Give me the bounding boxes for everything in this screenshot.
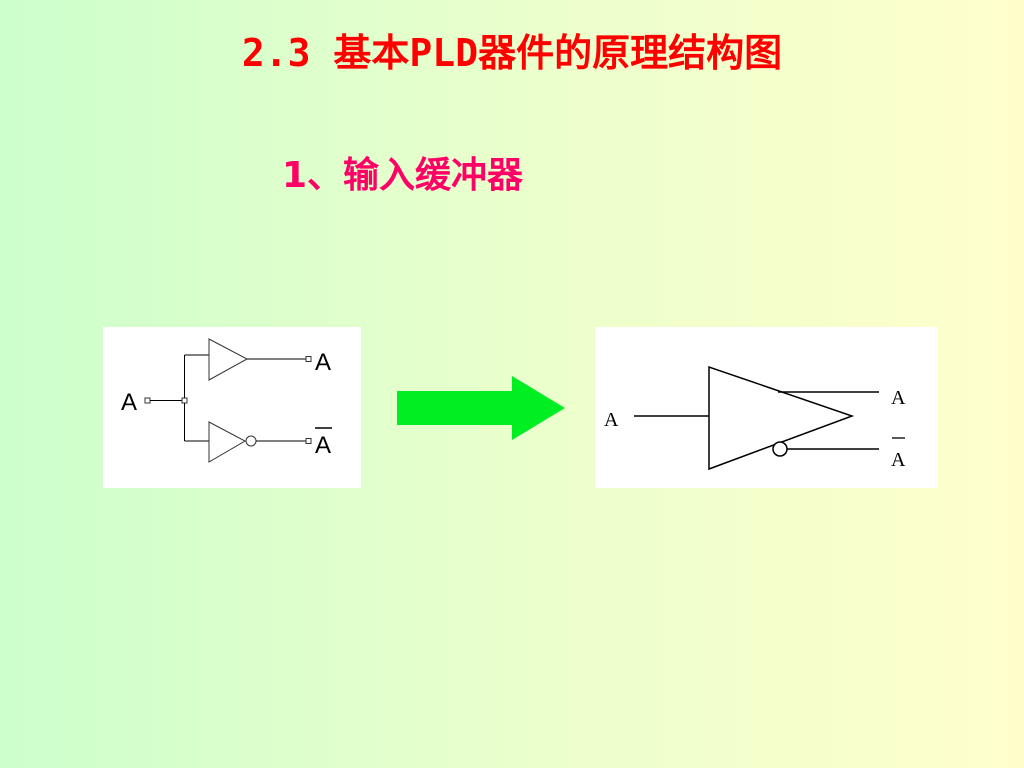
input-buffer-symbol: A A A	[596, 327, 938, 488]
slide-title: 2.3 基本PLD器件的原理结构图	[241, 31, 783, 75]
buffer-gate	[208, 338, 249, 381]
output-complement-label: A	[315, 432, 331, 459]
arrow-shape	[397, 376, 565, 440]
symbol-svg: A A A	[604, 365, 906, 471]
symbol-output-true-label: A	[891, 387, 906, 409]
right-arrow-icon	[397, 376, 565, 440]
detailed-schematic-svg: A A A	[121, 338, 332, 463]
output-pin-complement	[305, 438, 312, 444]
section-heading: 1、输入缓冲器	[282, 155, 524, 196]
junction-node	[181, 397, 188, 404]
symbol-input-label: A	[604, 409, 619, 431]
symbol-output-complement-label: A	[891, 449, 906, 471]
inverter-bubble	[245, 435, 257, 447]
inverter-gate	[208, 421, 247, 463]
input-label: A	[121, 389, 137, 416]
output-true-label: A	[315, 349, 331, 376]
input-buffer-schematic-detailed: A A A	[103, 327, 361, 488]
output-pin-true	[305, 356, 312, 362]
arrow-svg	[397, 376, 565, 440]
input-pin	[144, 397, 151, 404]
symbol-inversion-bubble	[772, 441, 788, 457]
